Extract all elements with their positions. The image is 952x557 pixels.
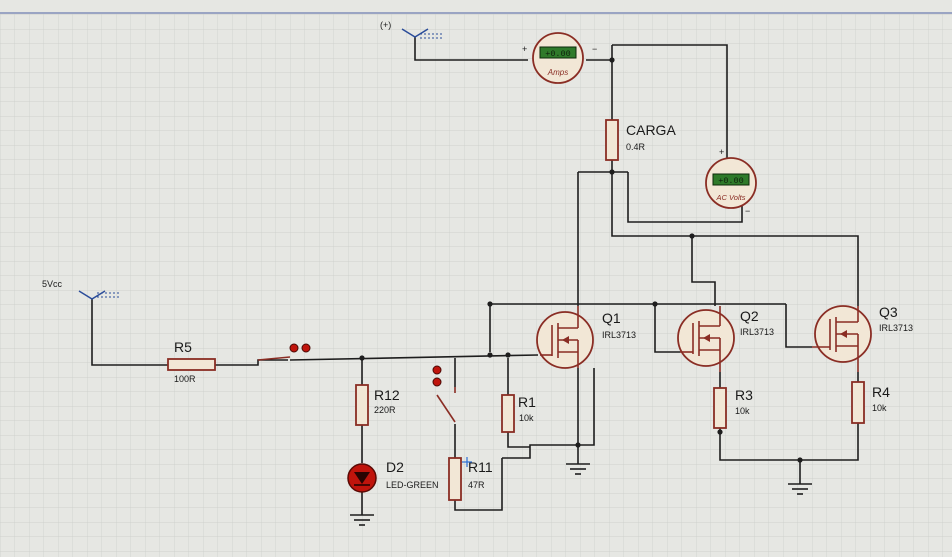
mosfet-q2[interactable]: Q2 IRL3713 [677,306,774,372]
cursor-crosshair-icon [462,457,472,467]
component-ref: D2 [386,459,404,475]
component-value: LED-GREEN [386,480,439,490]
resistor-r12[interactable]: R12 220R [355,384,400,426]
resistor-r4[interactable]: R4 10k [851,381,890,424]
component-ref: R5 [174,339,192,355]
resistor-carga[interactable]: CARGA 0.4R [605,119,676,161]
ammeter-minus: − [592,44,597,54]
component-ref: R11 [468,459,493,475]
component-value: 100R [174,374,196,384]
ammeter-label: Amps [547,68,568,77]
component-value: IRL3713 [879,323,913,333]
component-value: IRL3713 [602,330,636,340]
component-value: 0.4R [626,142,646,152]
terminal-arrow-icon [401,28,429,38]
terminal-plus[interactable]: (+) [380,20,442,39]
ground-icon [350,514,374,526]
component-ref: Q2 [740,308,759,324]
component-ref: R4 [872,384,890,400]
resistor-r11[interactable]: R11 47R [448,457,493,501]
switch-knob-icon [301,343,311,353]
pushbutton-switch[interactable] [257,343,311,361]
wires [91,37,859,515]
toggle-switch[interactable] [432,365,456,423]
voltmeter-minus: − [745,206,750,216]
resistor-r1[interactable]: R1 10k [501,394,536,433]
component-ref: R3 [735,387,753,403]
component-value: 47R [468,480,485,490]
grid [0,14,952,557]
resistor-r5[interactable]: R5 100R [167,339,216,384]
ground-icon [566,463,590,475]
junctions [359,57,803,463]
mosfet-q3[interactable]: Q3 IRL3713 [812,304,913,372]
resistor-r3[interactable]: R3 10k [713,387,753,429]
switch-knob-icon [432,365,442,375]
component-ref: CARGA [626,122,676,138]
component-ref: Q1 [602,310,621,326]
voltmeter-display: +0.00 [718,176,744,186]
voltmeter-label: AC Volts [716,193,746,202]
ammeter-display: +0.00 [545,49,571,59]
terminal-arrow-icon [78,290,106,300]
switch-knob-icon [432,377,442,387]
component-ref: R1 [518,394,536,410]
voltmeter[interactable]: +0.00 AC Volts + − [705,147,757,216]
component-value: 10k [872,403,887,413]
terminal-5vcc[interactable]: 5Vcc [42,279,119,300]
component-value: IRL3713 [740,327,774,337]
terminal-label: 5Vcc [42,279,63,289]
component-value: 10k [735,406,750,416]
ammeter-plus: + [522,44,527,54]
switch-knob-icon [289,343,299,353]
component-ref: Q3 [879,304,898,320]
voltmeter-plus: + [719,147,724,157]
component-value: 10k [519,413,534,423]
terminal-label: (+) [380,20,391,30]
ammeter[interactable]: +0.00 Amps + − [522,32,597,84]
led-d2[interactable]: D2 LED-GREEN [347,459,439,493]
component-ref: R12 [374,387,400,403]
mosfet-q1[interactable]: Q1 IRL3713 [536,306,636,369]
component-value: 220R [374,405,396,415]
ground-icon [788,483,812,495]
